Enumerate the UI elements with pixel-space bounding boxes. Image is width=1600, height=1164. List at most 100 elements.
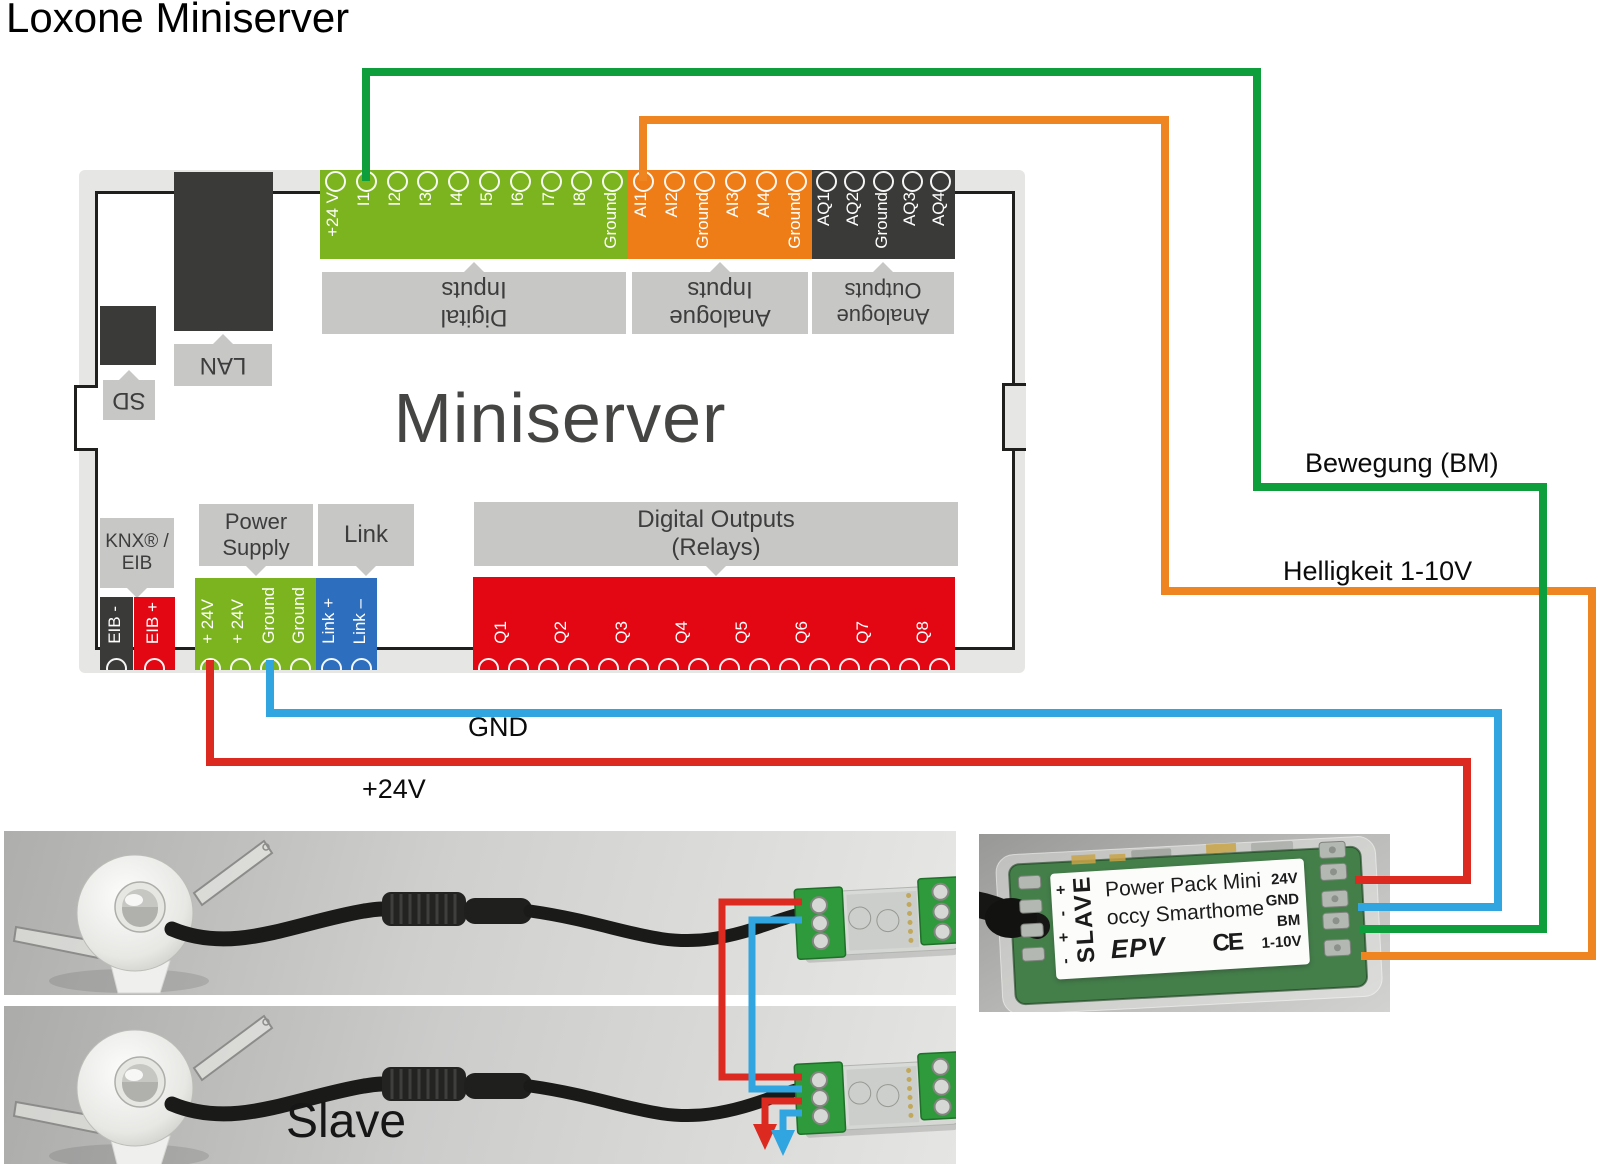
terminal-label: + 24V — [198, 599, 218, 644]
terminal-label: AQ3 — [900, 192, 920, 227]
terminal-label: Ground — [288, 587, 308, 644]
terminal-circle — [351, 658, 373, 670]
sd-slot — [100, 306, 156, 365]
powerpack-line2: occy Smarthome — [1106, 896, 1265, 930]
terminal-label: AI2 — [662, 192, 681, 218]
terminal-label: Ground — [871, 192, 891, 249]
terminal-circle — [724, 171, 746, 192]
terminal-circle — [658, 658, 680, 670]
terminal-circle — [540, 171, 562, 192]
pp-terminal-110v: 1-10V — [1261, 932, 1303, 953]
terminal-circle — [901, 171, 923, 192]
terminal-label: Q2 — [551, 621, 571, 644]
terminal-label: +24 V — [323, 192, 343, 237]
terminal-label: Ground — [692, 192, 712, 249]
pp-terminal-24v: 24V — [1270, 869, 1299, 889]
lan-connector — [174, 172, 273, 331]
terminal-circle — [632, 171, 654, 192]
terminal-label: I8 — [569, 192, 589, 207]
p24-label: +24V — [362, 774, 426, 804]
terminal-label: I1 — [354, 192, 374, 207]
link-label: Link — [318, 504, 414, 576]
power-supply-label: Power Supply — [199, 504, 313, 576]
terminal-circle — [663, 171, 685, 192]
terminal-circle — [628, 658, 650, 670]
terminal-circle — [839, 658, 861, 670]
terminal-circle — [567, 658, 589, 670]
terminal-label: Q6 — [792, 621, 812, 644]
terminal-circle — [320, 658, 342, 670]
terminal-label: Ground — [784, 192, 804, 249]
terminal-circle — [571, 171, 593, 192]
terminal-circle — [602, 171, 624, 192]
terminal-label: Link + — [319, 598, 339, 644]
terminal-circle — [229, 658, 251, 670]
terminal-circle — [355, 171, 377, 192]
terminal-circle — [260, 658, 282, 670]
terminal-circle — [929, 658, 951, 670]
terminal-label: Q5 — [732, 621, 752, 644]
terminal-label: Ground — [258, 587, 278, 644]
terminal-label: I7 — [539, 192, 558, 207]
terminal-label: AI4 — [754, 192, 773, 218]
terminal-circle — [507, 658, 529, 670]
terminal-circle — [199, 658, 221, 670]
terminal-label: Link – — [349, 598, 369, 644]
eib-plus-terminal: EIB + — [134, 597, 175, 670]
terminal-circle — [778, 658, 800, 670]
terminal-circle — [930, 171, 952, 192]
ce-mark: CE — [1211, 928, 1243, 958]
terminal-label: Q7 — [852, 621, 872, 644]
helligkeit-label: Helligkeit 1-10V — [1283, 556, 1473, 586]
digital-outputs-label: Digital Outputs (Relays) — [474, 502, 958, 576]
terminal-circle — [324, 171, 346, 192]
terminal-circle — [144, 658, 165, 670]
analogue-outputs-label: Analogue Outputs — [812, 272, 954, 334]
sensor-photo-slave — [4, 1006, 956, 1164]
terminal-label: EIB - — [104, 606, 124, 644]
sd-label: SD — [103, 380, 155, 420]
terminal-label: Q8 — [912, 621, 932, 644]
link-block: Link + Link – — [316, 578, 377, 670]
brand-epv: EPV — [1109, 930, 1167, 965]
digital-inputs-label: Digital Inputs — [322, 272, 626, 334]
terminal-circle — [844, 171, 866, 192]
terminal-label: Q4 — [671, 621, 691, 644]
terminal-circle — [417, 171, 439, 192]
terminal-label: EIB + — [142, 601, 162, 644]
terminal-circle — [290, 658, 312, 670]
terminal-circle — [899, 658, 921, 670]
terminal-label: AQ1 — [814, 192, 834, 227]
terminal-label: I5 — [477, 192, 497, 207]
terminal-label: AQ4 — [928, 192, 948, 227]
miniserver-name: Miniserver — [393, 379, 727, 457]
terminal-label: I3 — [415, 192, 435, 207]
terminal-circle — [786, 171, 808, 192]
din-clip-left — [74, 385, 98, 451]
terminal-circle — [755, 171, 777, 192]
page-title: Loxone Miniserver — [6, 0, 350, 41]
terminal-circle — [815, 171, 837, 192]
terminal-circle — [688, 658, 710, 670]
terminal-circle — [477, 658, 499, 670]
bewegung-label: Bewegung (BM) — [1305, 448, 1499, 478]
pp-terminal-bm: BM — [1276, 911, 1301, 931]
slave-caption: Slave — [286, 1095, 407, 1148]
terminal-circle — [694, 171, 716, 192]
terminal-circle — [478, 171, 500, 192]
terminal-circle — [748, 658, 770, 670]
terminal-circle — [386, 171, 408, 192]
terminal-circle — [106, 658, 127, 670]
terminal-circle — [509, 171, 531, 192]
terminal-label: I4 — [446, 192, 466, 207]
pp-terminal-gnd: GND — [1265, 890, 1300, 910]
terminal-circle — [808, 658, 830, 670]
terminal-label: Q3 — [611, 621, 631, 644]
terminal-label: AI1 — [631, 192, 651, 218]
